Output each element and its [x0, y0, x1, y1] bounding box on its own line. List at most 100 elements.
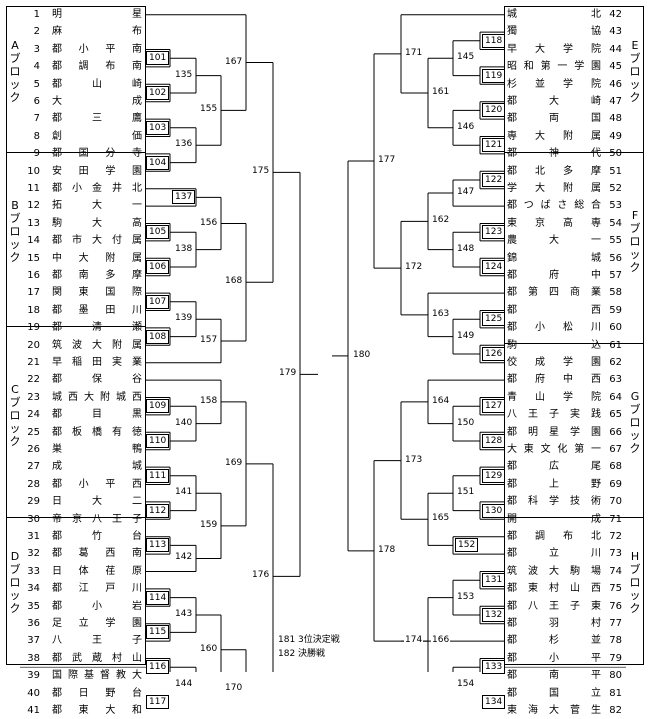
- team-seed: 51: [609, 165, 622, 177]
- match-number-122: 122: [482, 173, 506, 187]
- match-number-154: 154: [456, 677, 476, 690]
- team-seed: 57: [609, 270, 622, 281]
- match-number-176: 176: [251, 569, 271, 582]
- team-seed: 20: [27, 339, 40, 351]
- team-seed: 50: [609, 148, 622, 160]
- match-number-175: 175: [251, 165, 271, 178]
- team-name: 都つばさ総合: [507, 200, 601, 212]
- team-name: 日大二: [52, 496, 142, 508]
- team-seed: 38: [27, 652, 40, 664]
- team-name: 農大一: [507, 235, 601, 247]
- match-number-143: 143: [174, 608, 194, 620]
- team-name: 都竹台: [52, 531, 142, 542]
- match-number-127: 127: [482, 399, 506, 414]
- team-seed: 77: [609, 618, 622, 629]
- team-seed: 29: [27, 496, 40, 508]
- match-number-178: 178: [377, 543, 397, 556]
- team-name: 都調布南: [52, 61, 142, 73]
- team-seed: 78: [609, 635, 622, 647]
- team-name: 佼成学園: [507, 357, 601, 368]
- team-name: 安田学園: [52, 165, 142, 177]
- block-label-h: Hブロック: [629, 550, 641, 615]
- block-b: Bブロック: [6, 152, 146, 327]
- team-seed: 37: [27, 635, 40, 647]
- team-name: 都調布北: [507, 531, 601, 542]
- team-name: 都科学技術: [507, 496, 601, 508]
- team-seed: 58: [609, 287, 622, 299]
- final-note: 182 決勝戦: [278, 649, 326, 659]
- team-seed: 46: [609, 78, 622, 90]
- team-name: 都国分寺: [52, 148, 142, 160]
- team-name: 関東国際: [52, 287, 142, 299]
- match-number-123: 123: [482, 225, 506, 240]
- match-number-179: 179: [278, 367, 298, 380]
- block-label-b: Bブロック: [9, 199, 21, 264]
- team-seed: 48: [609, 113, 622, 125]
- match-number-131: 131: [482, 573, 506, 588]
- team-seed: 32: [27, 548, 40, 560]
- team-seed: 9: [33, 148, 40, 160]
- team-name: 都目黒: [52, 409, 142, 421]
- team-seed: 42: [609, 9, 622, 20]
- team-seed: 10: [27, 165, 40, 177]
- match-number-124: 124: [482, 260, 506, 274]
- team-seed: 34: [27, 583, 40, 595]
- match-number-166: 166: [431, 634, 451, 647]
- team-seed: 35: [27, 600, 40, 612]
- team-name: 成城: [52, 461, 142, 473]
- team-name: 日体荏原: [52, 565, 142, 577]
- team-name: 獨協: [507, 26, 601, 38]
- match-number-134: 134: [482, 695, 506, 709]
- match-number-101: 101: [146, 51, 170, 66]
- match-number-116: 116: [146, 660, 170, 675]
- team-seed: 13: [27, 217, 40, 229]
- team-seed: 6: [33, 96, 40, 107]
- team-seed: 24: [27, 409, 40, 421]
- team-seed: 31: [27, 531, 40, 542]
- team-name: 都山崎: [52, 78, 142, 90]
- team-name: 杉並学院: [507, 78, 601, 90]
- team-seed: 41: [27, 705, 40, 716]
- team-name: 都小平: [507, 652, 601, 664]
- match-number-115: 115: [146, 625, 170, 640]
- match-number-118: 118: [482, 33, 506, 48]
- team-name: 都第四商業: [507, 287, 601, 299]
- match-number-129: 129: [482, 468, 506, 483]
- team-seed: 44: [609, 43, 622, 55]
- team-seed: 75: [609, 583, 622, 595]
- match-number-157: 157: [199, 333, 219, 346]
- team-seed: 21: [27, 357, 40, 368]
- team-seed: 16: [27, 270, 40, 281]
- match-number-130: 130: [482, 503, 506, 518]
- team-name: 東海大菅生: [507, 705, 601, 716]
- block-c: Cブロック: [6, 326, 146, 518]
- block-label-c: Cブロック: [9, 383, 21, 448]
- match-number-109: 109: [146, 399, 170, 414]
- third-place-note: 181 3位決定戦: [278, 635, 340, 645]
- match-number-125: 125: [482, 312, 506, 327]
- team-name: 都武蔵村山: [52, 652, 142, 664]
- block-label-d: Dブロック: [9, 550, 21, 615]
- team-name: 大成: [52, 96, 142, 107]
- team-name: 都南多摩: [52, 270, 142, 281]
- match-number-132: 132: [482, 608, 506, 622]
- team-name: 都市大付属: [52, 235, 142, 247]
